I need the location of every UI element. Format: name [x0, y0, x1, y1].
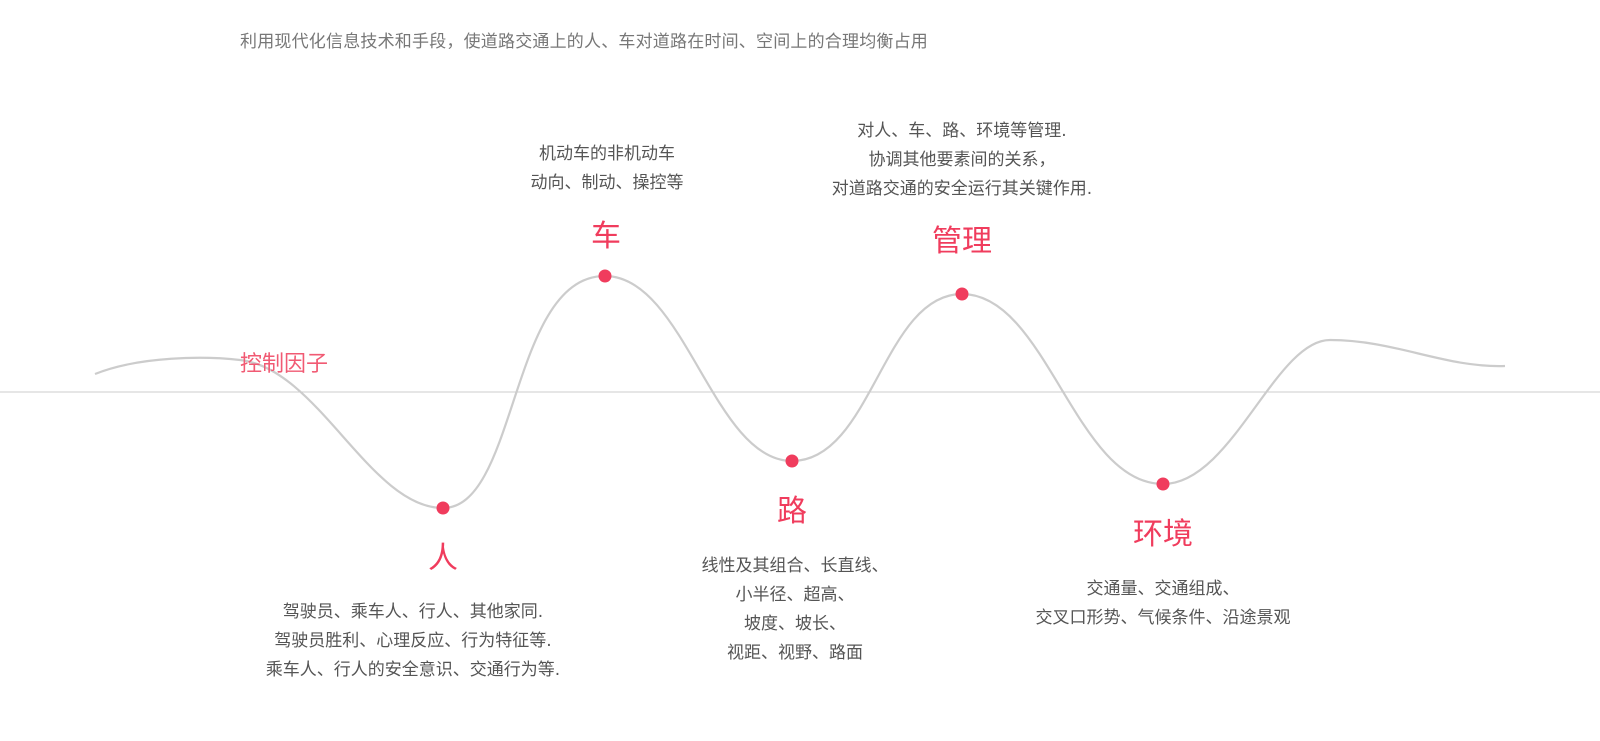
node-label-road: 路 [777, 494, 807, 529]
node-label-vehicle: 车 [591, 219, 621, 254]
node-desc-vehicle: 机动车的非机动车 动向、制动、操控等 [531, 140, 684, 198]
node-desc-line: 乘车人、行人的安全意识、交通行为等. [265, 660, 561, 680]
node-desc-line: 对人、车、路、环境等管理. [857, 121, 1067, 141]
node-dot-environment [1156, 477, 1170, 491]
diagram-description: 利用现代化信息技术和手段，使道路交通上的人、车对道路在时间、空间上的合理均衡占用 [240, 32, 928, 52]
node-desc-management: 对人、车、路、环境等管理. 协调其他要素间的关系， 对道路交通的安全运行其关键作… [832, 117, 1092, 204]
node-desc-road: 线性及其组合、长直线、 小半径、超高、 坡度、坡长、 视距、视野、路面 [702, 552, 889, 668]
node-dot-road [785, 454, 799, 468]
control-factor-label: 控制因子 [240, 352, 329, 377]
node-desc-person: 驾驶员、乘车人、行人、其他家同. 驾驶员胜利、心理反应、行为特征等. 乘车人、行… [266, 598, 560, 685]
node-desc-line: 动向、制动、操控等 [530, 173, 684, 193]
node-desc-line: 驾驶员胜利、心理反应、行为特征等. [274, 631, 552, 651]
node-dot-person [436, 501, 450, 515]
node-desc-line: 视距、视野、路面 [727, 643, 863, 663]
node-label-person: 人 [428, 541, 458, 576]
node-desc-line: 协调其他要素间的关系， [868, 150, 1056, 170]
node-dot-management [955, 287, 969, 301]
node-desc-line: 坡度、坡长、 [744, 614, 846, 634]
node-label-environment: 环境 [1133, 517, 1193, 552]
node-desc-line: 驾驶员、乘车人、行人、其他家同. [282, 602, 544, 622]
node-desc-line: 交叉口形势、气候条件、沿途景观 [1035, 608, 1291, 628]
node-desc-environment: 交通量、交通组成、 交叉口形势、气候条件、沿途景观 [1036, 575, 1291, 633]
node-desc-line: 小半径、超高、 [735, 585, 855, 605]
node-dot-vehicle [598, 269, 612, 283]
node-desc-line: 交通量、交通组成、 [1086, 579, 1240, 599]
node-desc-line: 线性及其组合、长直线、 [701, 556, 889, 576]
node-desc-line: 对道路交通的安全运行其关键作用. [831, 179, 1093, 199]
node-label-management: 管理 [932, 224, 992, 259]
node-desc-line: 机动车的非机动车 [539, 144, 675, 164]
